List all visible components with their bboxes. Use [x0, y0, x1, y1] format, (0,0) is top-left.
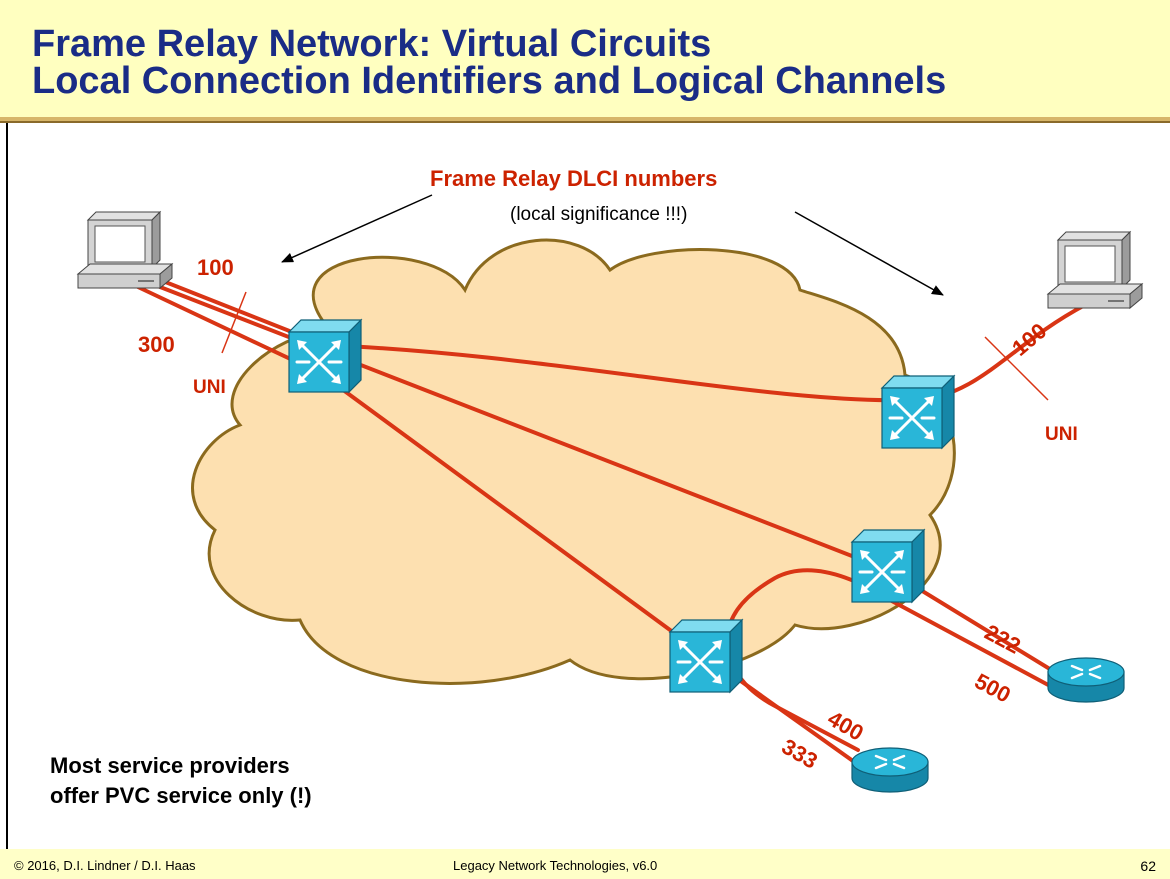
dlci-label-500: 500: [971, 668, 1015, 707]
switch-left-icon: [287, 318, 363, 394]
virtual-circuits: [133, 268, 1087, 768]
dlci-heading: Frame Relay DLCI numbers: [430, 166, 717, 191]
title-line-1: Frame Relay Network: Virtual Circuits: [32, 23, 712, 65]
title-line-2: Local Connection Identifiers and Logical…: [32, 60, 947, 102]
title-underline: [0, 117, 1170, 121]
pvc-service-note: Most service providers offer PVC service…: [50, 751, 312, 811]
callout-arrows: [281, 194, 944, 296]
right-pc-icon: [1047, 231, 1143, 309]
dlci-subheading: (local significance !!!): [510, 204, 687, 225]
pvc-500-to-400: [725, 568, 1054, 752]
footer-copyright: © 2016, D.I. Lindner / D.I. Haas: [14, 858, 196, 873]
frame-relay-diagram: Frame Relay DLCI numbers (local signific…: [77, 166, 1143, 794]
switch-right-icon: [880, 374, 956, 450]
arrow-to-right-dlci: [794, 211, 944, 296]
dlci-label-400: 400: [824, 706, 868, 746]
title-bar: Frame Relay Network: Virtual Circuits Lo…: [0, 0, 1170, 117]
frame-relay-cloud: [191, 238, 956, 685]
uni-label-left: UNI: [193, 377, 226, 398]
note-line-1: Most service providers: [50, 753, 290, 778]
arrow-to-left-dlci: [281, 194, 433, 263]
switch-bottom-icon: [668, 618, 744, 694]
footer-course-title: Legacy Network Technologies, v6.0: [453, 858, 658, 873]
router-right-icon: [1046, 656, 1126, 704]
title-underline-shadow: [0, 121, 1170, 123]
left-pc-icon: [77, 211, 173, 289]
router-bottom-icon: [850, 746, 930, 794]
page-number: 62: [1140, 858, 1156, 874]
left-margin-line: [6, 123, 8, 849]
uni-left-marker: [221, 291, 247, 354]
uni-right-marker: [984, 336, 1049, 401]
switch-lower-right-icon: [850, 528, 926, 604]
slide-title: Frame Relay Network: Virtual Circuits Lo…: [32, 23, 947, 102]
dlci-label-300-left: 300: [138, 332, 175, 357]
uni-markers: [221, 291, 1049, 401]
dlci-label-100-left: 100: [197, 255, 234, 280]
footer-bar: © 2016, D.I. Lindner / D.I. Haas Legacy …: [0, 849, 1170, 879]
note-line-2: offer PVC service only (!): [50, 783, 312, 808]
dlci-label-333: 333: [778, 734, 822, 774]
uni-label-right: UNI: [1045, 424, 1078, 445]
